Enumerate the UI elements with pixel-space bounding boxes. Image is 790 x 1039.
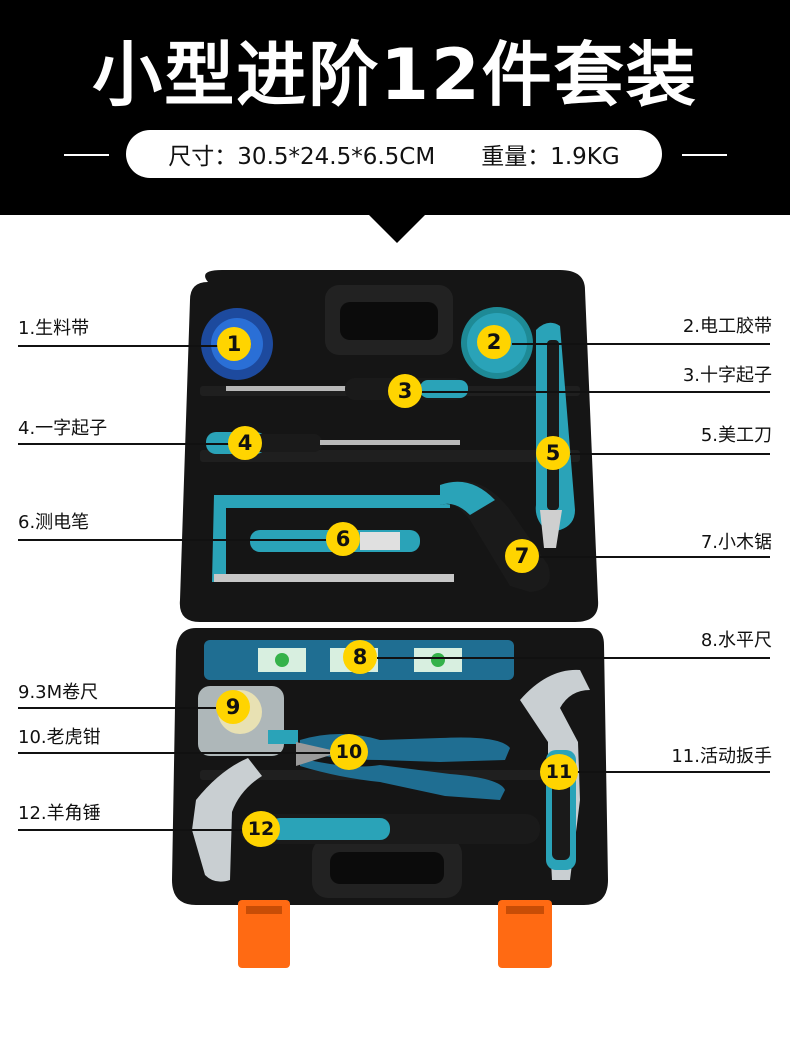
latch-right <box>498 900 552 968</box>
hacksaw-frame <box>212 495 450 582</box>
badge-7: 7 <box>505 539 539 573</box>
label-10: 10.老虎钳 <box>18 727 101 748</box>
badge-2: 2 <box>477 325 511 359</box>
badge-9: 9 <box>216 690 250 724</box>
claw-hammer-head <box>192 758 262 882</box>
badge-6: 6 <box>326 522 360 556</box>
label-4: 4.一字起子 <box>18 418 108 439</box>
leader-line-12 <box>18 829 242 831</box>
label-2: 2.电工胶带 <box>682 316 772 337</box>
leader-line-2 <box>512 343 770 345</box>
badge-3: 3 <box>388 374 422 408</box>
phillips-screwdriver-shaft <box>226 386 386 391</box>
label-8: 8.水平尺 <box>700 630 772 651</box>
leader-line-3 <box>422 391 770 393</box>
leader-line-1 <box>18 345 220 347</box>
header-banner: 小型进阶12件套装 尺寸：30.5*24.5*6.5CM 重量：1.9KG <box>0 0 790 215</box>
label-11: 11.活动扳手 <box>671 746 772 767</box>
label-12: 12.羊角锤 <box>18 803 101 824</box>
spec-divider-right <box>682 154 727 156</box>
leader-line-4 <box>18 443 230 445</box>
label-6: 6.测电笔 <box>18 512 90 533</box>
leader-line-11 <box>577 771 770 773</box>
leader-line-10 <box>18 752 330 754</box>
badge-4: 4 <box>228 426 262 460</box>
label-1: 1.生料带 <box>18 318 90 339</box>
leader-line-8 <box>377 657 770 659</box>
label-7: 7.小木锯 <box>700 532 772 553</box>
label-5: 5.美工刀 <box>700 425 772 446</box>
label-3: 3.十字起子 <box>682 365 772 386</box>
header-pointer <box>367 213 427 243</box>
badge-10: 10 <box>330 734 368 770</box>
leader-line-9 <box>18 707 216 709</box>
badge-5: 5 <box>536 436 570 470</box>
badge-12: 12 <box>242 811 280 847</box>
badge-1: 1 <box>217 327 251 361</box>
spec-weight: 重量：1.9KG <box>481 144 620 170</box>
leader-line-7 <box>540 556 770 558</box>
badge-8: 8 <box>343 640 377 674</box>
latch-left <box>238 900 290 968</box>
spec-size: 尺寸：30.5*24.5*6.5CM <box>168 144 436 170</box>
label-9: 9.3M卷尺 <box>18 682 99 703</box>
page-title: 小型进阶12件套装 <box>92 34 698 116</box>
leader-line-6 <box>18 539 326 541</box>
spec-divider-left <box>64 154 109 156</box>
leader-line-5 <box>570 453 770 455</box>
badge-11: 11 <box>540 754 578 790</box>
spec-pill: 尺寸：30.5*24.5*6.5CM 重量：1.9KG <box>126 130 662 178</box>
